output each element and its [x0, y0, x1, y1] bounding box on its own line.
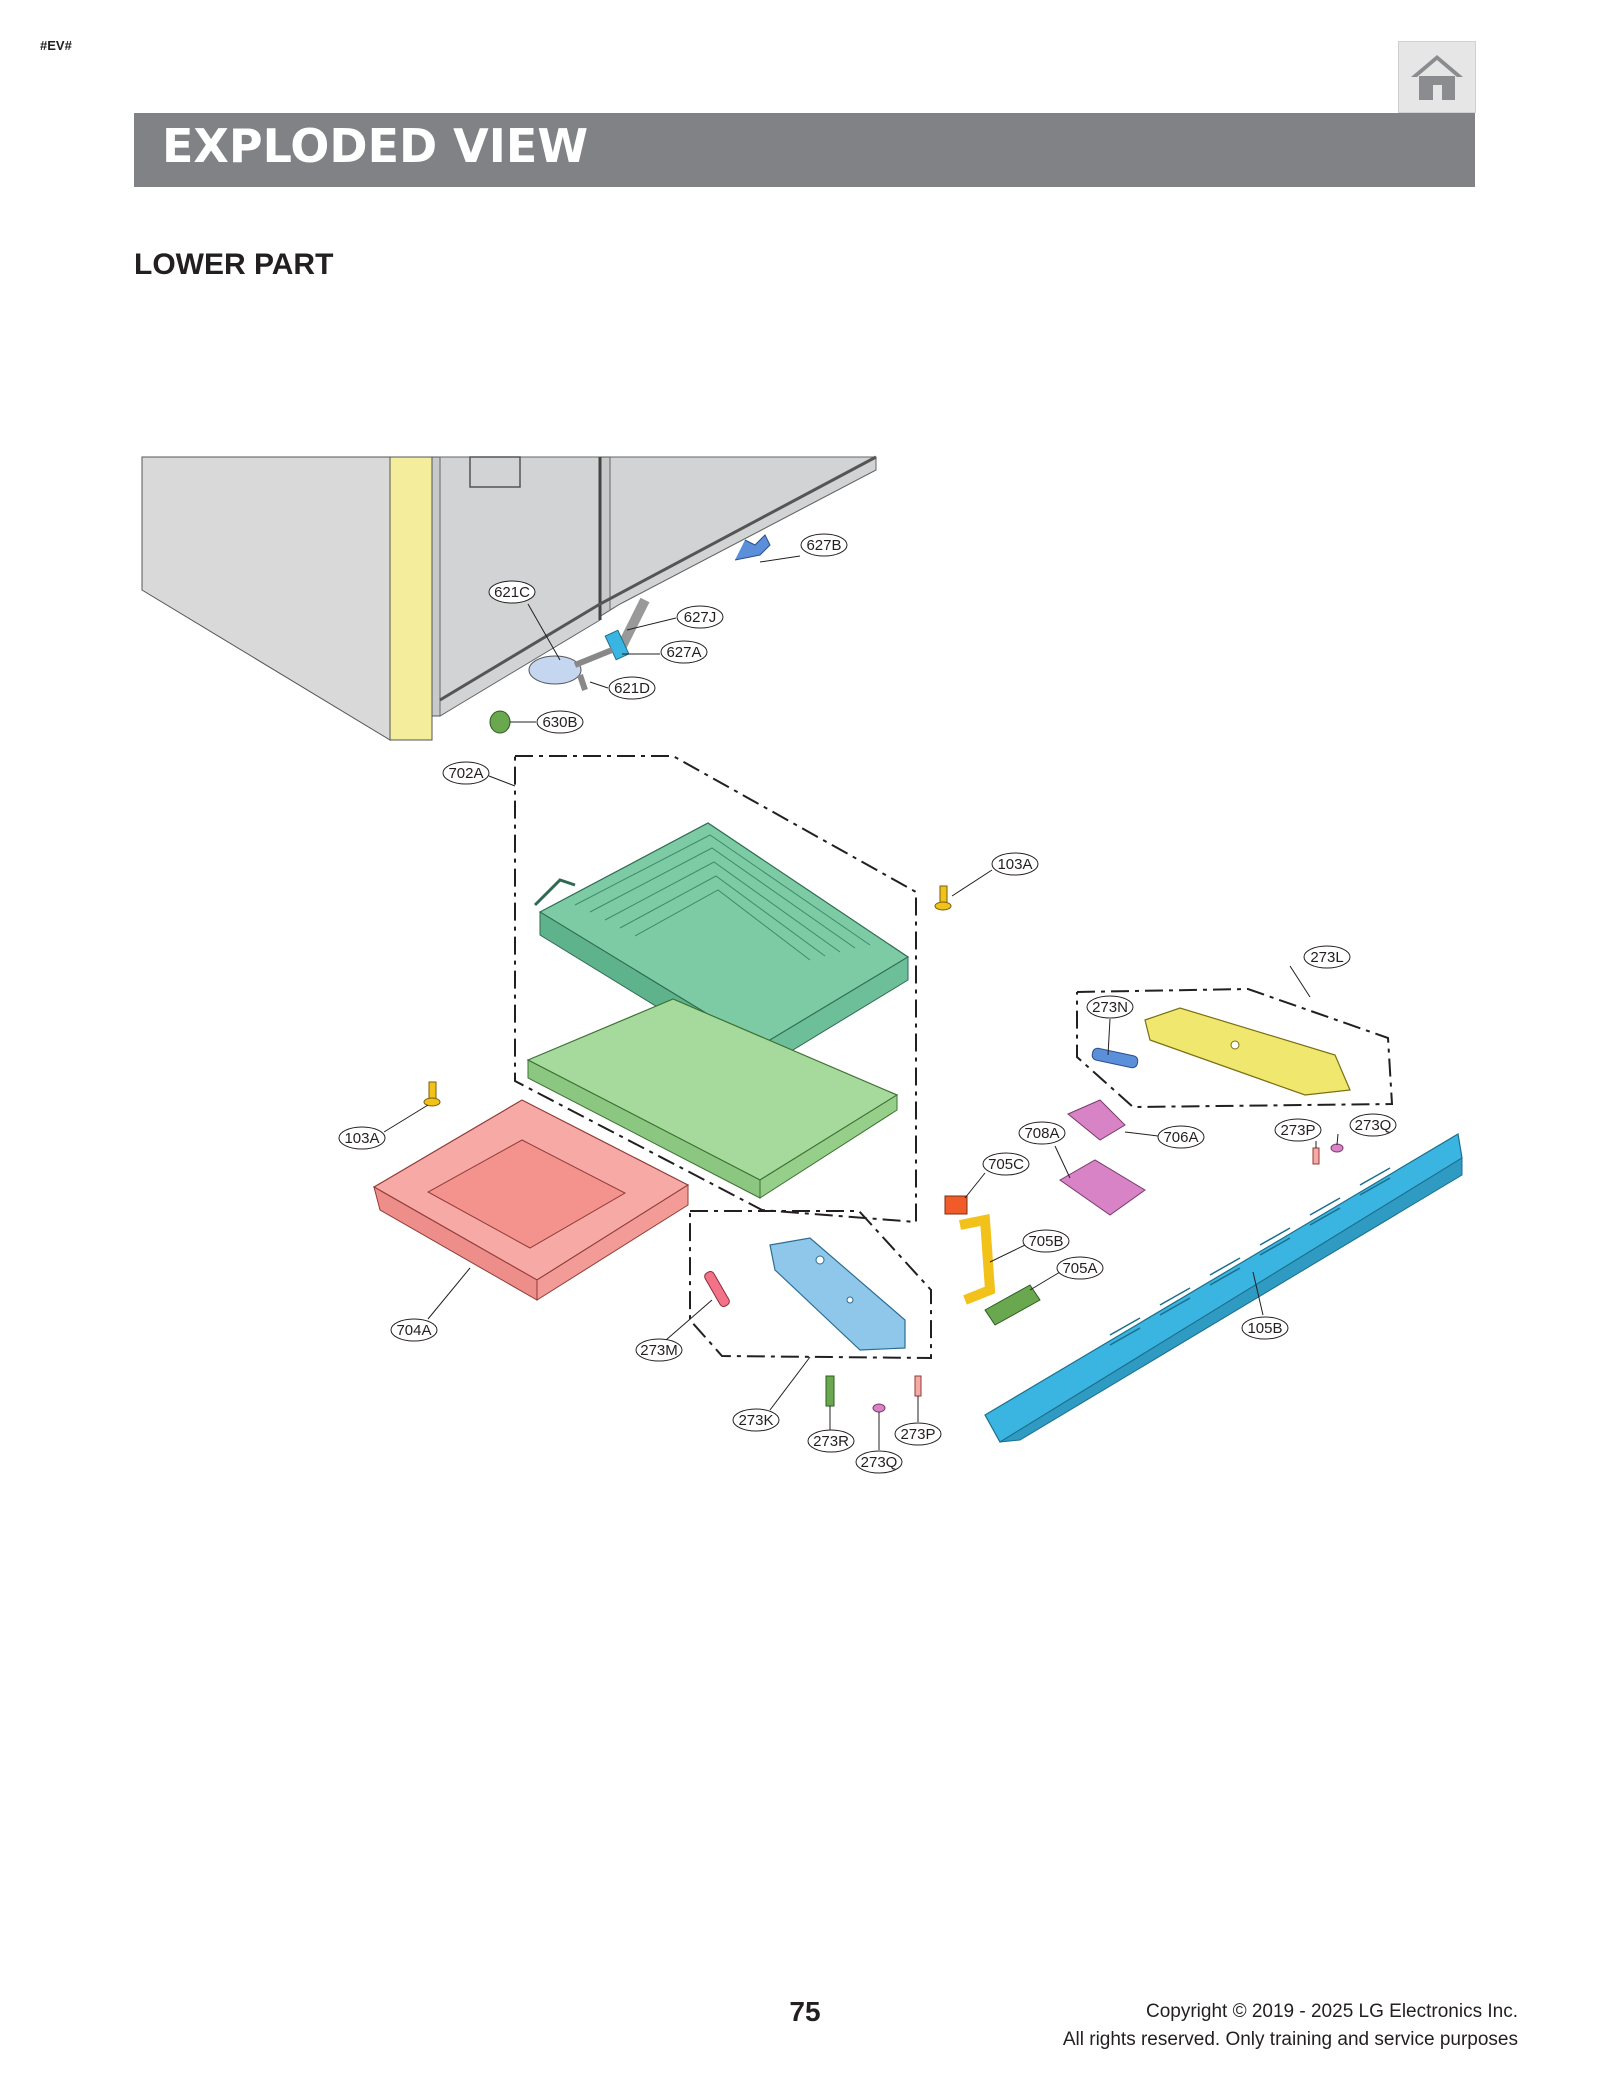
- screw-273Q-right: [1330, 1143, 1344, 1153]
- callout-621D: 621D: [589, 676, 656, 700]
- callout-273P-right: 273P: [1274, 1118, 1322, 1148]
- callout-708A: 708A: [1018, 1121, 1071, 1179]
- label-103A-top: 103A: [997, 856, 1032, 873]
- evaporator-group-outline: [514, 755, 917, 1224]
- screw-273P-bottom: [914, 1375, 922, 1397]
- callout-630B: 630B: [510, 710, 584, 734]
- label-621C: 621C: [494, 584, 530, 601]
- callout-273K: 273K: [732, 1356, 811, 1432]
- callout-103A-left: 103A: [338, 1104, 429, 1150]
- left-hinge-group-outline: [689, 1210, 932, 1360]
- label-273R: 273R: [813, 1433, 849, 1450]
- page-title: EXPLODED VIEW: [162, 119, 589, 173]
- callout-273M: 273M: [635, 1299, 713, 1362]
- callout-273N: 273N: [1086, 995, 1134, 1056]
- label-630B: 630B: [542, 714, 577, 731]
- label-103A-left: 103A: [344, 1130, 379, 1147]
- label-273N: 273N: [1092, 999, 1128, 1016]
- right-hinge-group-outline: [1076, 987, 1394, 1109]
- water-valve-assembly: [528, 597, 650, 691]
- callout-627A: 627A: [622, 640, 708, 664]
- page-number: 75: [789, 1996, 821, 2027]
- copyright-line-1: Copyright © 2019 - 2025 LG Electronics I…: [1145, 2001, 1518, 2022]
- label-273Q-bottom: 273Q: [861, 1454, 898, 1471]
- label-704A: 704A: [396, 1322, 431, 1339]
- callout-105B: 105B: [1241, 1271, 1289, 1340]
- callout-627J: 627J: [626, 605, 724, 631]
- label-627B: 627B: [806, 537, 841, 554]
- orange-clip: [944, 1195, 968, 1215]
- label-621D: 621D: [614, 680, 650, 697]
- callout-103A-top: 103A: [951, 852, 1039, 897]
- screw-273Q-bottom: [872, 1403, 886, 1413]
- label-273M: 273M: [640, 1342, 678, 1359]
- home-button[interactable]: [1398, 41, 1476, 113]
- label-705C: 705C: [988, 1156, 1024, 1173]
- label-273P-right: 273P: [1280, 1122, 1315, 1139]
- drain-pan: [372, 1099, 690, 1301]
- lower-grille: [984, 1133, 1463, 1443]
- callout-273Q-bottom: 273Q: [855, 1412, 903, 1474]
- label-708A: 708A: [1024, 1125, 1059, 1142]
- hinge-pin-red: [704, 1271, 730, 1307]
- section-title: LOWER PART: [134, 248, 334, 281]
- label-702A: 702A: [448, 765, 483, 782]
- label-273K: 273K: [738, 1412, 773, 1429]
- gold-handle: [959, 1213, 996, 1305]
- label-273P-bottom: 273P: [900, 1426, 935, 1443]
- label-705B: 705B: [1028, 1233, 1063, 1250]
- olive-part: [984, 1284, 1041, 1326]
- bolt-top: [934, 885, 952, 911]
- drain-clip: [734, 534, 771, 561]
- label-627A: 627A: [666, 644, 701, 661]
- evaporator-base: [526, 998, 899, 1199]
- bolt-left: [423, 1081, 441, 1107]
- callout-705B: 705B: [989, 1229, 1070, 1263]
- grommet: [489, 710, 511, 734]
- title-banner: EXPLODED VIEW: [134, 113, 1475, 187]
- callout-627B: 627B: [759, 533, 848, 563]
- label-627J: 627J: [684, 609, 717, 626]
- left-hinge: [769, 1237, 906, 1351]
- callout-705A: 705A: [1029, 1256, 1104, 1291]
- label-706A: 706A: [1163, 1129, 1198, 1146]
- callout-273R: 273R: [807, 1406, 855, 1453]
- label-105B: 105B: [1247, 1320, 1282, 1337]
- copyright: Copyright © 2019 - 2025 LG Electronics I…: [1063, 1998, 1518, 2054]
- callout-273Q-right: 273Q: [1336, 1113, 1397, 1146]
- screw-273R: [825, 1375, 835, 1407]
- document-tag: #EV#: [40, 38, 72, 53]
- label-273L: 273L: [1310, 949, 1343, 966]
- callout-621C: 621C: [488, 580, 561, 661]
- purple-cover: [1067, 1099, 1126, 1141]
- label-273Q-right: 273Q: [1355, 1117, 1392, 1134]
- callout-704A: 704A: [390, 1267, 471, 1342]
- callout-273P-bottom: 273P: [894, 1396, 942, 1446]
- callout-702A: 702A: [442, 761, 516, 787]
- home-icon: [1411, 55, 1463, 100]
- purple-bracket: [1059, 1159, 1146, 1216]
- label-705A: 705A: [1062, 1260, 1097, 1277]
- hinge-pin-blue: [1091, 1047, 1139, 1069]
- screw-273P-right: [1312, 1147, 1320, 1165]
- callout-705C: 705C: [964, 1152, 1030, 1199]
- right-hinge: [1144, 1007, 1351, 1096]
- callout-706A: 706A: [1124, 1125, 1205, 1149]
- copyright-line-2: All rights reserved. Only training and s…: [1062, 2029, 1518, 2050]
- callout-273L: 273L: [1289, 945, 1351, 998]
